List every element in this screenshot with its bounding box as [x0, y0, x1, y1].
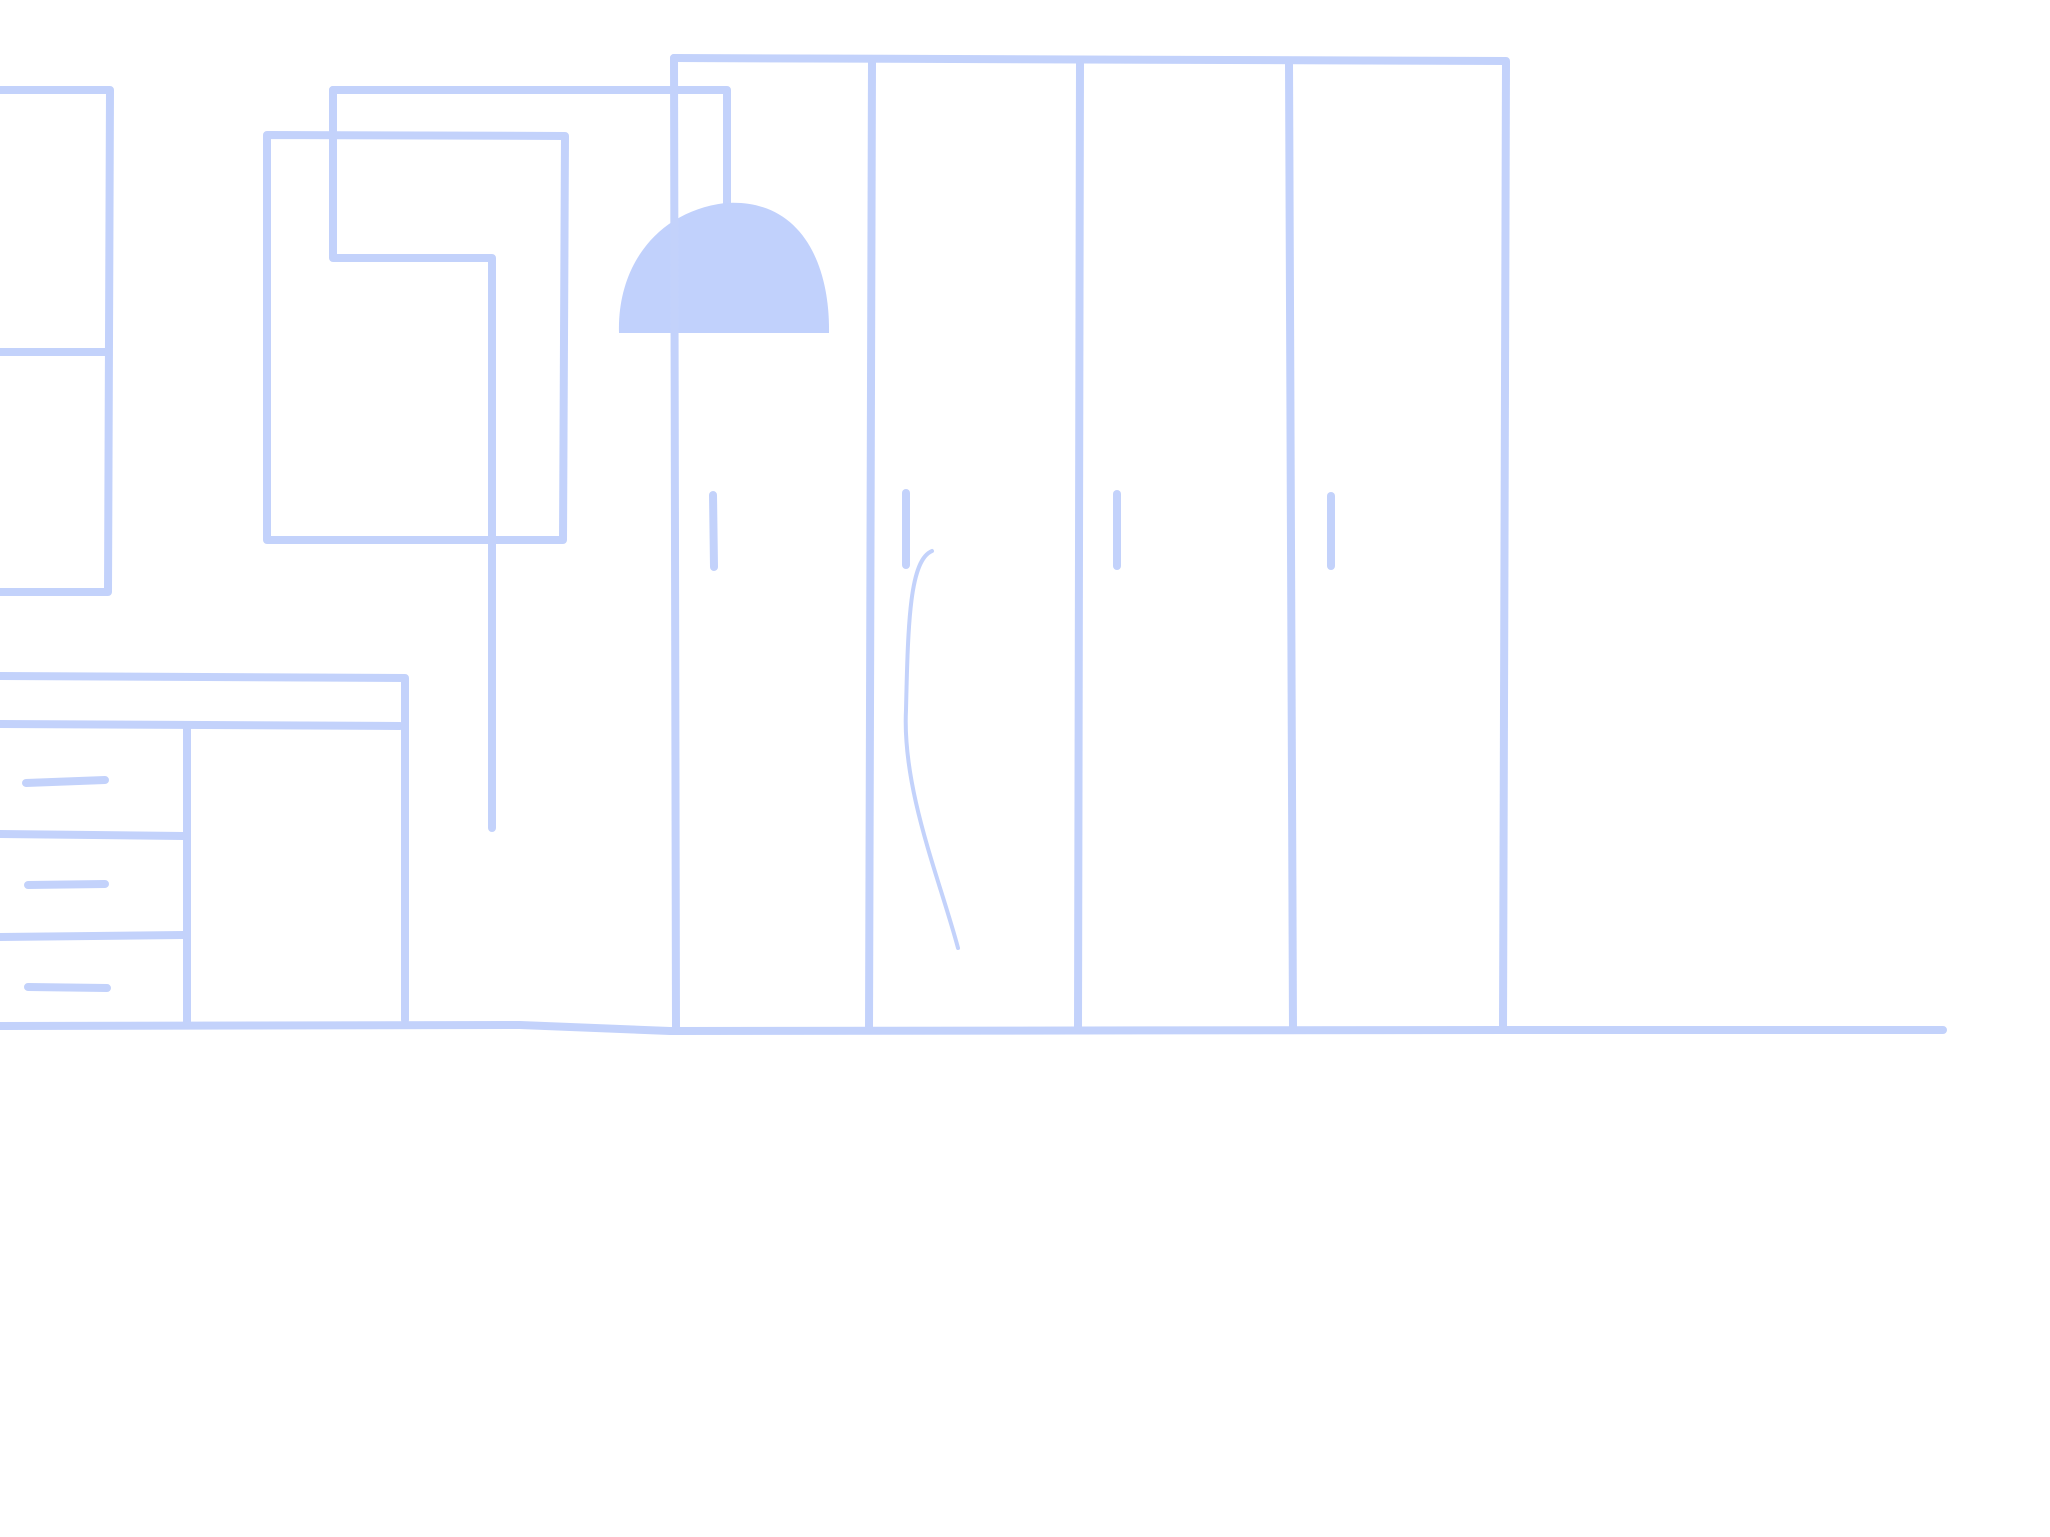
lamp-shade — [618, 202, 830, 333]
floor-line — [0, 1021, 1947, 1035]
wardrobe-divider — [1074, 58, 1084, 1034]
pendant-lamp — [618, 202, 830, 333]
wardrobe-four-doors — [670, 54, 1510, 1034]
coat-hanging-line — [903, 549, 960, 950]
door-handle — [709, 491, 718, 571]
picture-frame-back — [329, 86, 731, 832]
drawer-handle — [22, 776, 109, 787]
drawer-desk — [0, 672, 409, 1026]
wardrobe-divider — [1285, 58, 1297, 1034]
drawer-handle — [24, 983, 111, 992]
drawer-handle — [24, 880, 109, 889]
wardrobe-divider — [865, 58, 876, 1034]
wall-cabinet — [0, 86, 114, 596]
picture-frame-front — [263, 131, 569, 544]
